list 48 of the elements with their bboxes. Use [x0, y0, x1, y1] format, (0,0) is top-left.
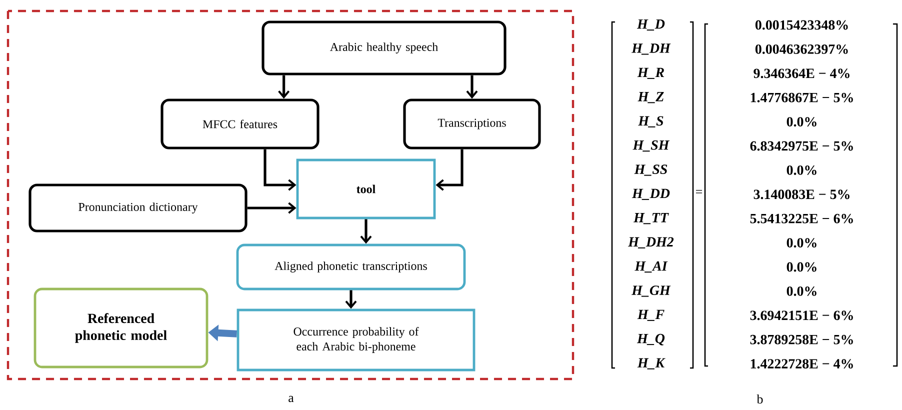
- matrix-entry: H_GH: [632, 286, 671, 297]
- process-box: Referenced phonetic model: [34, 288, 208, 368]
- matrix-entry: H_R: [637, 68, 664, 79]
- equals-sign: =: [696, 190, 702, 194]
- process-box: Occurrence probability of each Arabic bi-phoneme: [236, 308, 476, 372]
- matrix-entry: H_DH2: [628, 237, 674, 248]
- arrow: [278, 75, 290, 99]
- matrix-entry: 9.346364E − 4%: [754, 68, 850, 78]
- matrix-entry: H_SS: [634, 164, 668, 176]
- process-box: MFCC features: [160, 98, 320, 150]
- matrix-entry: 0.0046362397%: [755, 44, 848, 54]
- arrow: [247, 202, 296, 214]
- matrix-entry: H_D: [636, 19, 665, 31]
- arrow: [264, 149, 296, 191]
- matrix-entry: 3.6942151E − 6%: [750, 310, 853, 320]
- matrix-entry: 5.5413225E − 6%: [750, 214, 853, 224]
- matrix-entry: H_F: [637, 310, 664, 321]
- matrix-entry: 0.0%: [786, 286, 816, 296]
- arrow: [345, 290, 357, 309]
- matrix-entry: 0.0%: [786, 238, 816, 248]
- matrix-entry: H_K: [637, 358, 666, 370]
- matrix-entry: H_SH: [632, 140, 670, 152]
- matrix-entry: H_DD: [632, 188, 670, 200]
- matrix-entry: H_TT: [633, 213, 669, 224]
- matrix-entry: 0.0%: [786, 117, 816, 127]
- matrix-entry: 6.8342975E − 5%: [750, 141, 853, 151]
- process-box: Pronunciation dictionary: [28, 184, 248, 232]
- matrix-entry: 0.0%: [786, 262, 816, 272]
- process-box: Arabic healthy speech: [262, 20, 506, 76]
- panel-label: a: [288, 396, 294, 402]
- matrix-entry: H_Q: [636, 334, 665, 346]
- arrow: [466, 75, 478, 99]
- matrix-entry: H_Z: [638, 92, 664, 104]
- matrix-entry: 3.140083E − 5%: [754, 190, 850, 200]
- arrow: [360, 219, 372, 244]
- panel-label: b: [756, 394, 763, 404]
- matrix-entry: 0.0%: [786, 165, 816, 175]
- matrix-entry: H_AI: [634, 261, 668, 273]
- process-box: Transcriptions: [403, 98, 541, 150]
- arrow: [436, 149, 464, 191]
- matrix-entry: 1.4776867E − 5%: [750, 92, 853, 102]
- matrix-entry: 0.0015423348%: [755, 20, 848, 30]
- process-box: tool: [296, 158, 436, 220]
- matrix-entry: H_DH: [632, 44, 671, 55]
- matrix-entry: 1.4222728E − 4%: [750, 359, 853, 369]
- matrix-entry: 3.8789258E − 5%: [750, 334, 853, 344]
- matrix-entry: H_S: [638, 116, 664, 128]
- process-box: Aligned phonetic transcriptions: [236, 244, 466, 290]
